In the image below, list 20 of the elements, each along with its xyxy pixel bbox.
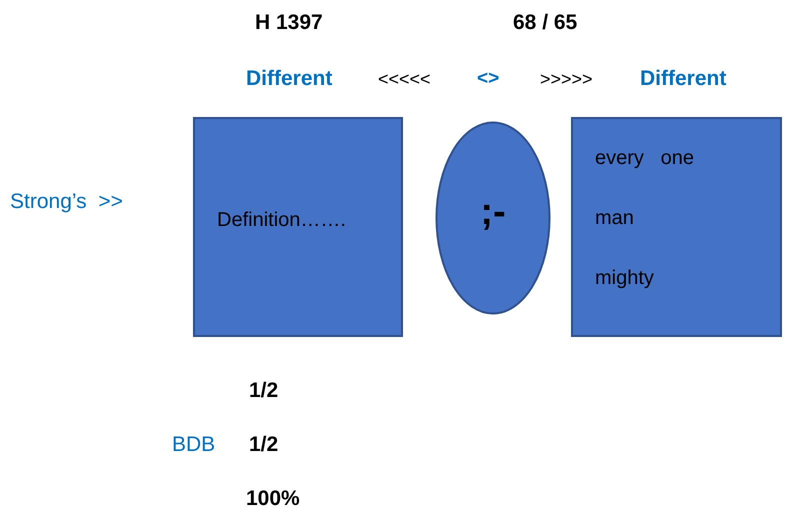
number-label: 68 / 65 [513, 12, 578, 33]
node-text: Definition……. [217, 209, 346, 232]
fraction-label: 1/2 [249, 380, 278, 401]
definition-box [193, 117, 403, 337]
word-list-box [571, 117, 782, 337]
chevron-text: >>>>> [540, 70, 593, 88]
node-text: ;- [479, 191, 507, 234]
identifier-label: H 1397 [255, 12, 323, 33]
node-text: man [595, 207, 634, 230]
node-text: every one [595, 147, 694, 170]
side-label: BDB [172, 434, 216, 455]
fraction-label: 1/2 [249, 434, 278, 455]
heading-label: Different [246, 68, 332, 89]
side-label: Strong’s >> [10, 191, 123, 212]
symbol-oval [435, 121, 551, 315]
node-text: mighty [595, 267, 654, 290]
heading-label: Different [640, 68, 726, 89]
symbol-label: <> [477, 69, 500, 88]
percent-label: 100% [246, 488, 300, 509]
chevron-text: <<<<< [378, 70, 431, 88]
